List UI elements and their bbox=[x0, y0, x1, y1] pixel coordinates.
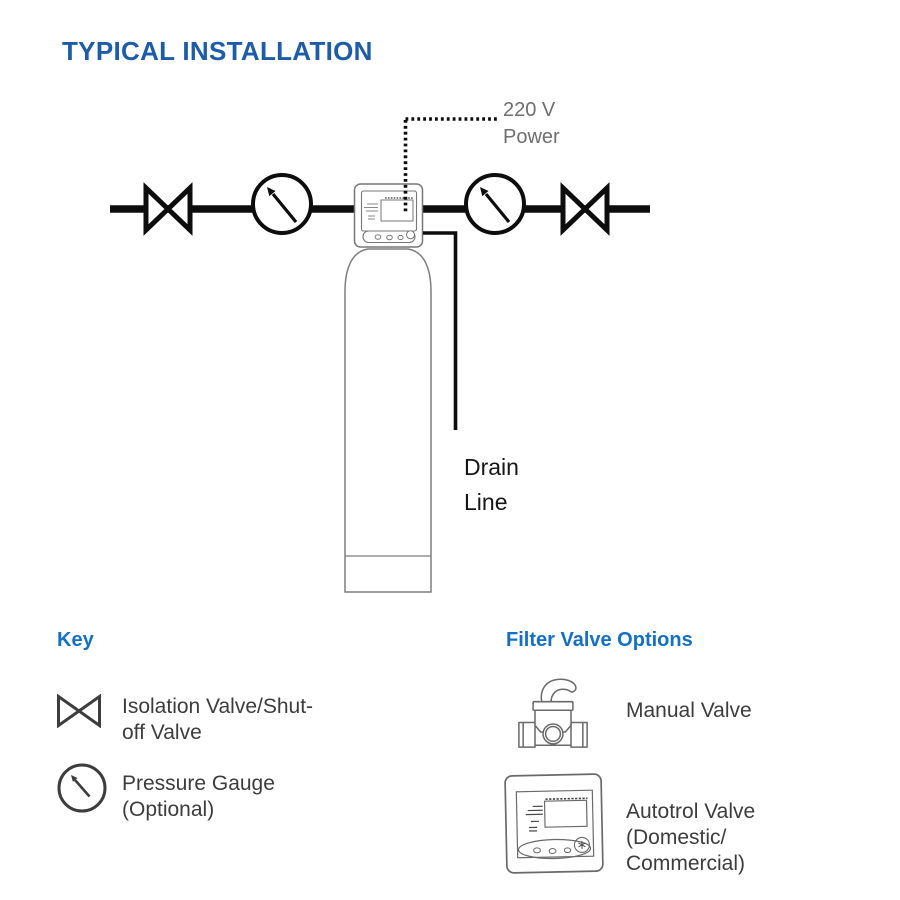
key-item-isolation-valve-label: Isolation Valve/Shut- off Valve bbox=[122, 695, 314, 744]
option-manual-valve-label: Manual Valve bbox=[626, 699, 752, 722]
installation-diagram-canvas bbox=[110, 117, 650, 593]
power-label: 220 V Power bbox=[503, 99, 560, 148]
pressure-gauge-icon bbox=[57, 763, 107, 813]
drain-line bbox=[423, 231, 458, 430]
power-line bbox=[403, 117, 497, 213]
pressure-gauge-right bbox=[464, 173, 526, 235]
key-heading: Key bbox=[57, 629, 94, 651]
drain-line-label: Drain Line bbox=[464, 454, 519, 515]
autotrol-valve-icon bbox=[504, 773, 604, 874]
option-autotrol-valve-label: Autotrol Valve (Domestic/ Commercial) bbox=[626, 800, 756, 875]
control-valve bbox=[353, 183, 424, 248]
media-tank bbox=[344, 248, 432, 593]
installation-diagram: 220 V Power Drain Line bbox=[110, 99, 650, 593]
filter-valve-options-heading: Filter Valve Options bbox=[506, 629, 693, 651]
page-title: TYPICAL INSTALLATION bbox=[62, 36, 373, 66]
isolation-valve-left bbox=[146, 188, 190, 230]
isolation-valve-icon bbox=[57, 694, 101, 728]
isolation-valve-right bbox=[563, 188, 607, 230]
pressure-gauge-left bbox=[251, 173, 313, 235]
key-item-pressure-gauge-label: Pressure Gauge (Optional) bbox=[122, 772, 275, 821]
manual-valve-icon bbox=[518, 678, 588, 748]
